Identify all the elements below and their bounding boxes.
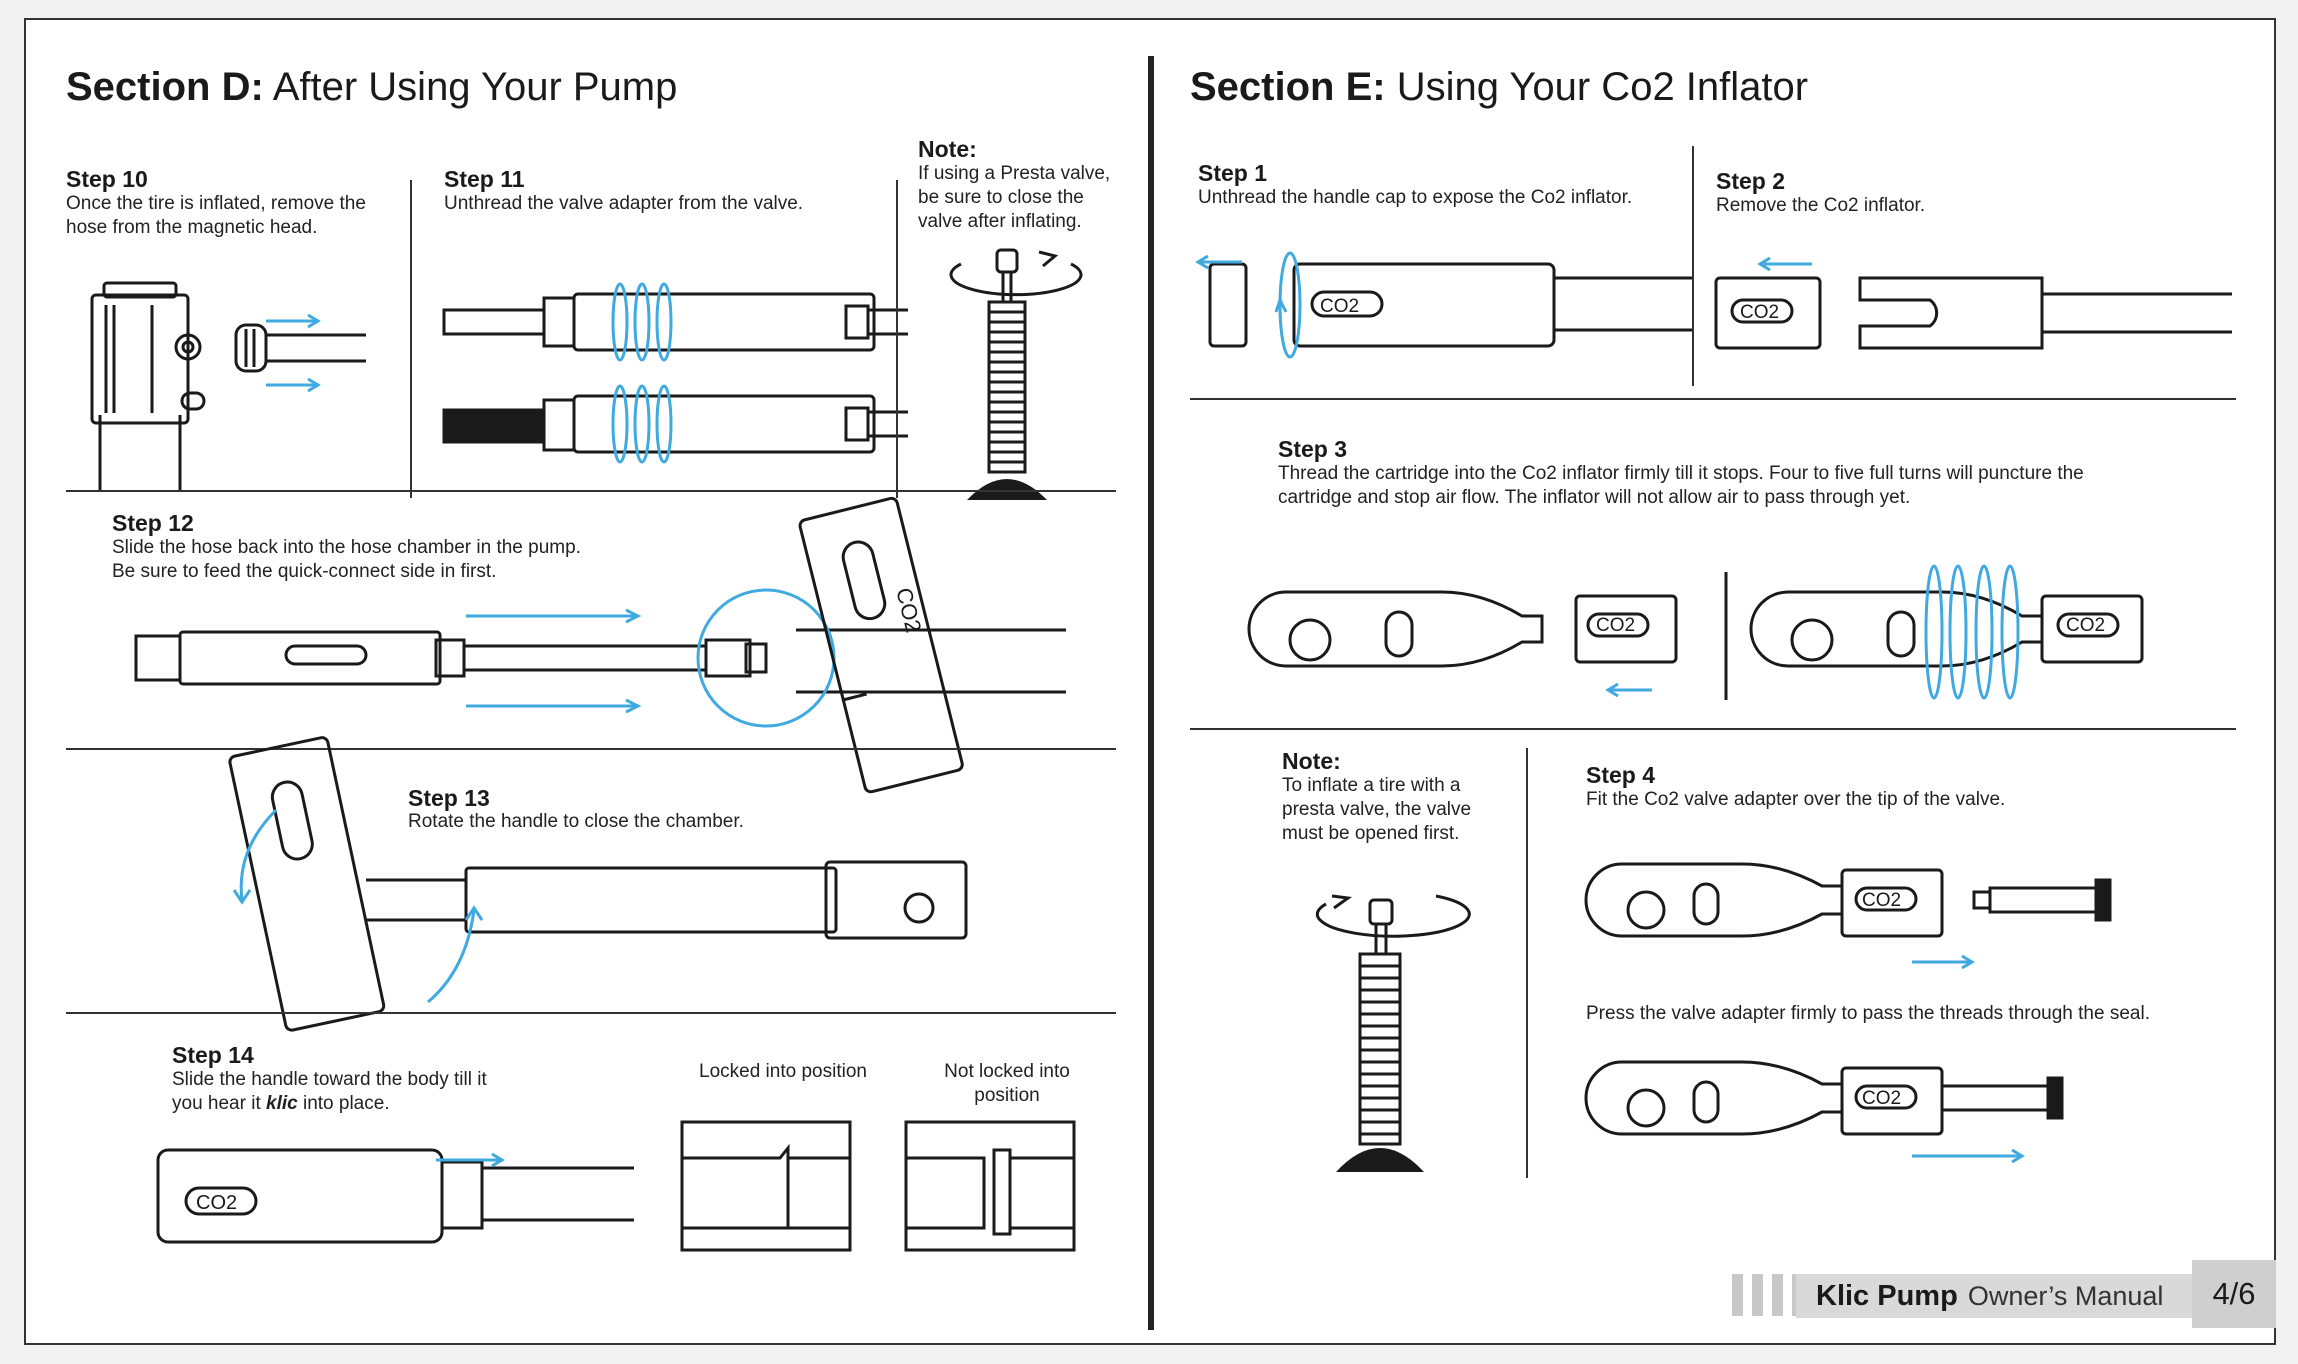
co2-label: CO2 <box>2066 615 2105 636</box>
valve-adapter-illustration <box>442 282 908 464</box>
step-2-title: Step 2 <box>1716 168 1786 194</box>
step-3-text: Thread the cartridge into the Co2 inflat… <box>1278 463 2084 508</box>
step-14-text: Slide the handle toward the body till it… <box>172 1069 487 1114</box>
step-10-title: Step 10 <box>66 166 148 192</box>
presta-valve-illustration <box>949 248 1083 500</box>
handle-cap-illustration: CO2 <box>1195 251 1694 359</box>
divider <box>410 180 412 498</box>
row-divider <box>1190 398 2236 400</box>
manual-page: Section D: After Using Your Pump Step 10… <box>24 18 2276 1345</box>
section-e-title: Section E: Using Your Co2 Inflator <box>1190 65 1809 109</box>
divider <box>1692 146 1694 386</box>
step-13-title: Step 13 <box>408 785 490 811</box>
step-2-text: Remove the Co2 inflator. <box>1716 195 1926 216</box>
valve-adapter-press-illustration: CO2 <box>1584 1060 2064 1164</box>
presta-valve-open-illustration <box>1315 894 1471 1172</box>
footer-bars <box>1732 1274 1803 1316</box>
hose-insertion-illustration <box>134 588 1066 728</box>
co2-label: CO2 <box>1862 1088 1901 1109</box>
rotate-handle-illustration <box>228 736 968 1032</box>
row-divider <box>66 748 1116 750</box>
pump-handle-illustration: CO2 <box>798 496 964 794</box>
locked-label: Locked into position <box>699 1061 867 1082</box>
step-3-title: Step 3 <box>1278 436 1348 462</box>
row-divider <box>66 1012 1116 1014</box>
remove-inflator-illustration: CO2 <box>1714 256 2232 350</box>
divider <box>1526 748 1528 1178</box>
footer-manual: Owner’s Manual <box>1967 1280 2164 1311</box>
step-11-title: Step 11 <box>444 166 525 192</box>
co2-label: CO2 <box>1740 302 1779 323</box>
step-11-text: Unthread the valve adapter from the valv… <box>444 193 804 214</box>
row-divider <box>1190 728 2236 730</box>
step-10-text: Once the tire is inflated, remove the ho… <box>66 193 366 238</box>
co2-label: CO2 <box>1596 615 1635 636</box>
co2-label: CO2 <box>196 1192 237 1214</box>
note-e-text: To inflate a tire with a presta valve, t… <box>1282 775 1472 844</box>
slide-handle-illustration: CO2 <box>156 1148 634 1244</box>
step-1-text: Unthread the handle cap to expose the Co… <box>1198 187 1633 208</box>
step-4-title: Step 4 <box>1586 762 1656 788</box>
not-locked-label: Not locked into position <box>944 1061 1070 1106</box>
step-1-title: Step 1 <box>1198 160 1268 186</box>
section-d-title: Section D: After Using Your Pump <box>66 65 678 109</box>
step-4-text-2: Press the valve adapter firmly to pass t… <box>1586 1003 2150 1024</box>
page-number: 4/6 <box>2192 1260 2276 1328</box>
divider <box>896 180 898 498</box>
footer-product: Klic Pump <box>1816 1279 1958 1312</box>
not-locked-detail-illustration <box>904 1120 1076 1252</box>
step-13-text: Rotate the handle to close the chamber. <box>408 811 744 832</box>
footer-title: Klic Pump Owner’s Manual <box>1796 1274 2196 1318</box>
valve-adapter-fit-illustration: CO2 <box>1584 862 2112 970</box>
note-d-title: Note: <box>918 136 977 162</box>
center-divider <box>1148 56 1154 1330</box>
step-14-title: Step 14 <box>172 1042 254 1068</box>
step-12-text-line2: Be sure to feed the quick-connect side i… <box>112 561 497 582</box>
pump-head-illustration <box>90 281 366 490</box>
co2-label: CO2 <box>1862 890 1901 911</box>
row-divider <box>66 490 1116 492</box>
step-12-title: Step 12 <box>112 510 194 536</box>
note-e-title: Note: <box>1282 748 1341 774</box>
note-d-text: If using a Presta valve, be sure to clos… <box>918 163 1111 232</box>
step-4-text: Fit the Co2 valve adapter over the tip o… <box>1586 789 2006 810</box>
locked-detail-illustration <box>680 1120 852 1252</box>
cartridge-thread-illustration: CO2 CO2 <box>1247 564 2144 700</box>
step-12-text-line1: Slide the hose back into the hose chambe… <box>112 537 581 558</box>
co2-label: CO2 <box>1320 296 1359 317</box>
